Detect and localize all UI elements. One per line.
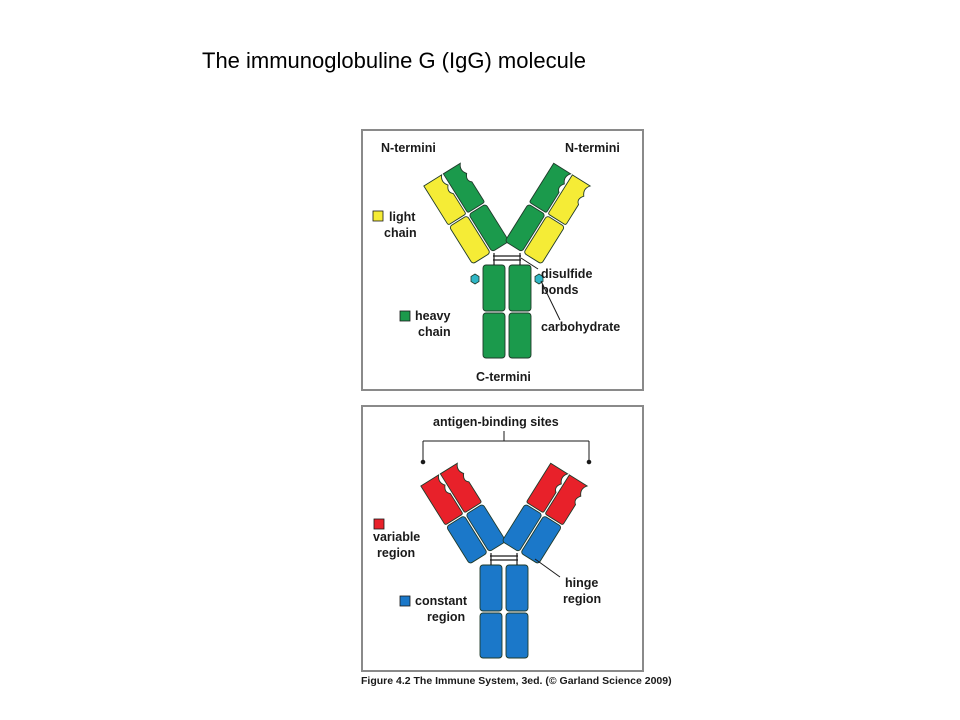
right-arm <box>502 462 589 564</box>
constant-stem <box>479 564 529 659</box>
igg-chain-diagram: N-termini N-termini light chain disulfid… <box>372 141 620 384</box>
hinge-leader-line <box>534 558 561 578</box>
bracket-dot <box>586 459 592 465</box>
constant-region-domain <box>505 612 529 659</box>
constant-region-domain <box>521 516 562 564</box>
igg-region-diagram: antigen-binding sites variable region hi… <box>373 415 601 659</box>
hinge-region-label: region <box>563 592 601 606</box>
variable-region-swatch <box>373 518 385 530</box>
igg-region-diagram-panel: antigen-binding sites variable region hi… <box>361 405 644 672</box>
left-arm <box>423 162 509 264</box>
bracket-dot <box>420 459 426 465</box>
carbohydrate-label: carbohydrate <box>541 320 620 334</box>
heavy-chain-swatch <box>399 310 411 322</box>
light-chain-variable-domain <box>548 174 592 225</box>
constant-region-label: region <box>427 610 465 624</box>
carbohydrate-leader-line <box>540 280 561 321</box>
antigen-binding-sites-label: antigen-binding sites <box>433 415 559 429</box>
hinge <box>490 553 518 565</box>
heavy-chain-label: heavy <box>415 309 450 323</box>
constant-region-domain <box>505 564 529 612</box>
disulfide-leader-line <box>520 257 539 270</box>
constant-region-domain <box>502 504 542 552</box>
light-chain-label: chain <box>384 226 417 240</box>
constant-region-domain <box>479 612 503 659</box>
hinge-region-label: hinge <box>565 576 598 590</box>
variable-region-domain <box>439 462 482 513</box>
variable-region-domain <box>545 474 589 525</box>
variable-region-domain <box>420 473 463 525</box>
light-chain-constant-domain <box>449 216 490 264</box>
light-chain-swatch <box>372 210 384 222</box>
figure-caption: Figure 4.2 The Immune System, 3ed. (© Ga… <box>361 675 672 687</box>
hinge <box>493 253 521 265</box>
right-arm <box>505 162 592 264</box>
heavy-chain-constant-domain <box>508 264 532 312</box>
light-chain-label: light <box>389 210 416 224</box>
disulfide-bonds-label: disulfide <box>541 267 592 281</box>
heavy-chain-stem <box>482 264 532 359</box>
slide-title: The immunoglobuline G (IgG) molecule <box>202 48 586 73</box>
variable-region-label: region <box>377 546 415 560</box>
constant-region-domain <box>466 504 506 552</box>
antigen-binding-bracket <box>420 431 592 465</box>
constant-region-label: constant <box>415 594 468 608</box>
heavy-chain-constant-domain <box>508 312 532 359</box>
n-termini-left-label: N-termini <box>381 141 436 155</box>
light-chain-variable-domain <box>423 173 466 225</box>
heavy-chain-domain <box>505 204 545 252</box>
heavy-chain-constant-domain <box>482 264 506 312</box>
igg-chain-diagram-panel: N-termini N-termini light chain disulfid… <box>361 129 644 391</box>
c-termini-label: C-termini <box>476 370 531 384</box>
constant-region-domain <box>446 516 487 564</box>
heavy-chain-variable-domain <box>529 162 572 213</box>
light-chain-constant-domain <box>524 216 565 264</box>
disulfide-bonds-label: bonds <box>541 283 579 297</box>
heavy-chain-domain <box>469 204 509 252</box>
heavy-chain-constant-domain <box>482 312 506 359</box>
heavy-chain-variable-domain <box>442 162 485 213</box>
left-arm <box>420 462 506 564</box>
constant-region-swatch <box>399 595 411 607</box>
variable-region-domain <box>526 462 569 513</box>
n-termini-right-label: N-termini <box>565 141 620 155</box>
constant-region-domain <box>479 564 503 612</box>
carbohydrate-icon <box>470 273 480 285</box>
variable-region-label: variable <box>373 530 420 544</box>
heavy-chain-label: chain <box>418 325 451 339</box>
